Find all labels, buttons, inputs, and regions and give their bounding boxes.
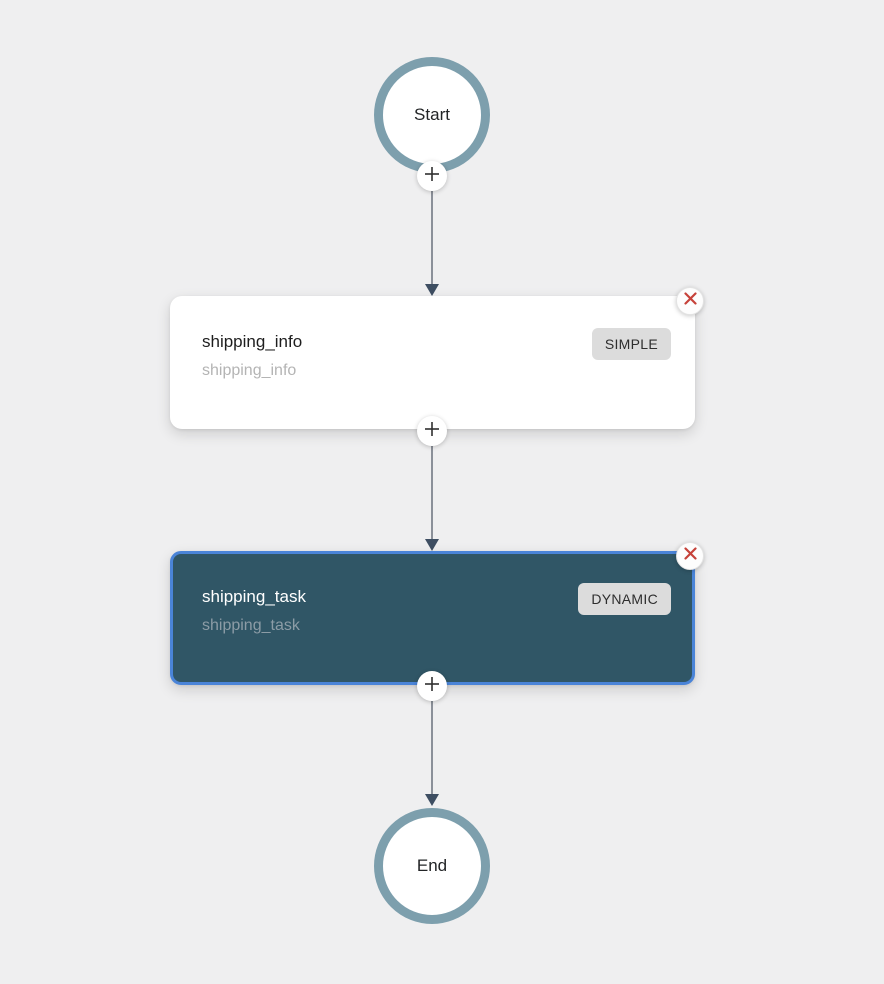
add-step-button[interactable] [417, 161, 447, 191]
node-title: shipping_info [202, 332, 303, 351]
node-title: shipping_task [202, 587, 306, 606]
end-node[interactable]: End [374, 808, 490, 924]
edge-line [431, 191, 433, 285]
plus-icon [424, 421, 440, 442]
node-subtitle: shipping_info [202, 362, 297, 379]
edge-arrowhead-icon [425, 794, 439, 806]
add-step-button[interactable] [417, 416, 447, 446]
close-icon [683, 547, 697, 565]
edge-arrowhead-icon [425, 539, 439, 551]
delete-node-button[interactable] [676, 287, 704, 315]
plus-icon [424, 166, 440, 187]
edge-arrowhead-icon [425, 284, 439, 296]
node-type-badge: SIMPLE [591, 328, 671, 360]
add-step-button[interactable] [417, 671, 447, 701]
edge-line [431, 701, 433, 795]
plus-icon [424, 676, 440, 697]
start-node-label: Start [414, 105, 450, 124]
node-subtitle: shipping_task [202, 617, 300, 634]
task-node-shipping-info[interactable]: shipping_info shipping_info SIMPLE [170, 296, 695, 429]
start-node[interactable]: Start [374, 57, 490, 173]
end-node-label: End [416, 856, 448, 875]
delete-node-button[interactable] [676, 542, 704, 570]
task-node-shipping-task[interactable]: shipping_task shipping_task DYNAMIC [170, 551, 695, 685]
close-icon [683, 292, 697, 310]
edge-line [431, 446, 433, 540]
node-type-badge: DYNAMIC [578, 583, 671, 615]
